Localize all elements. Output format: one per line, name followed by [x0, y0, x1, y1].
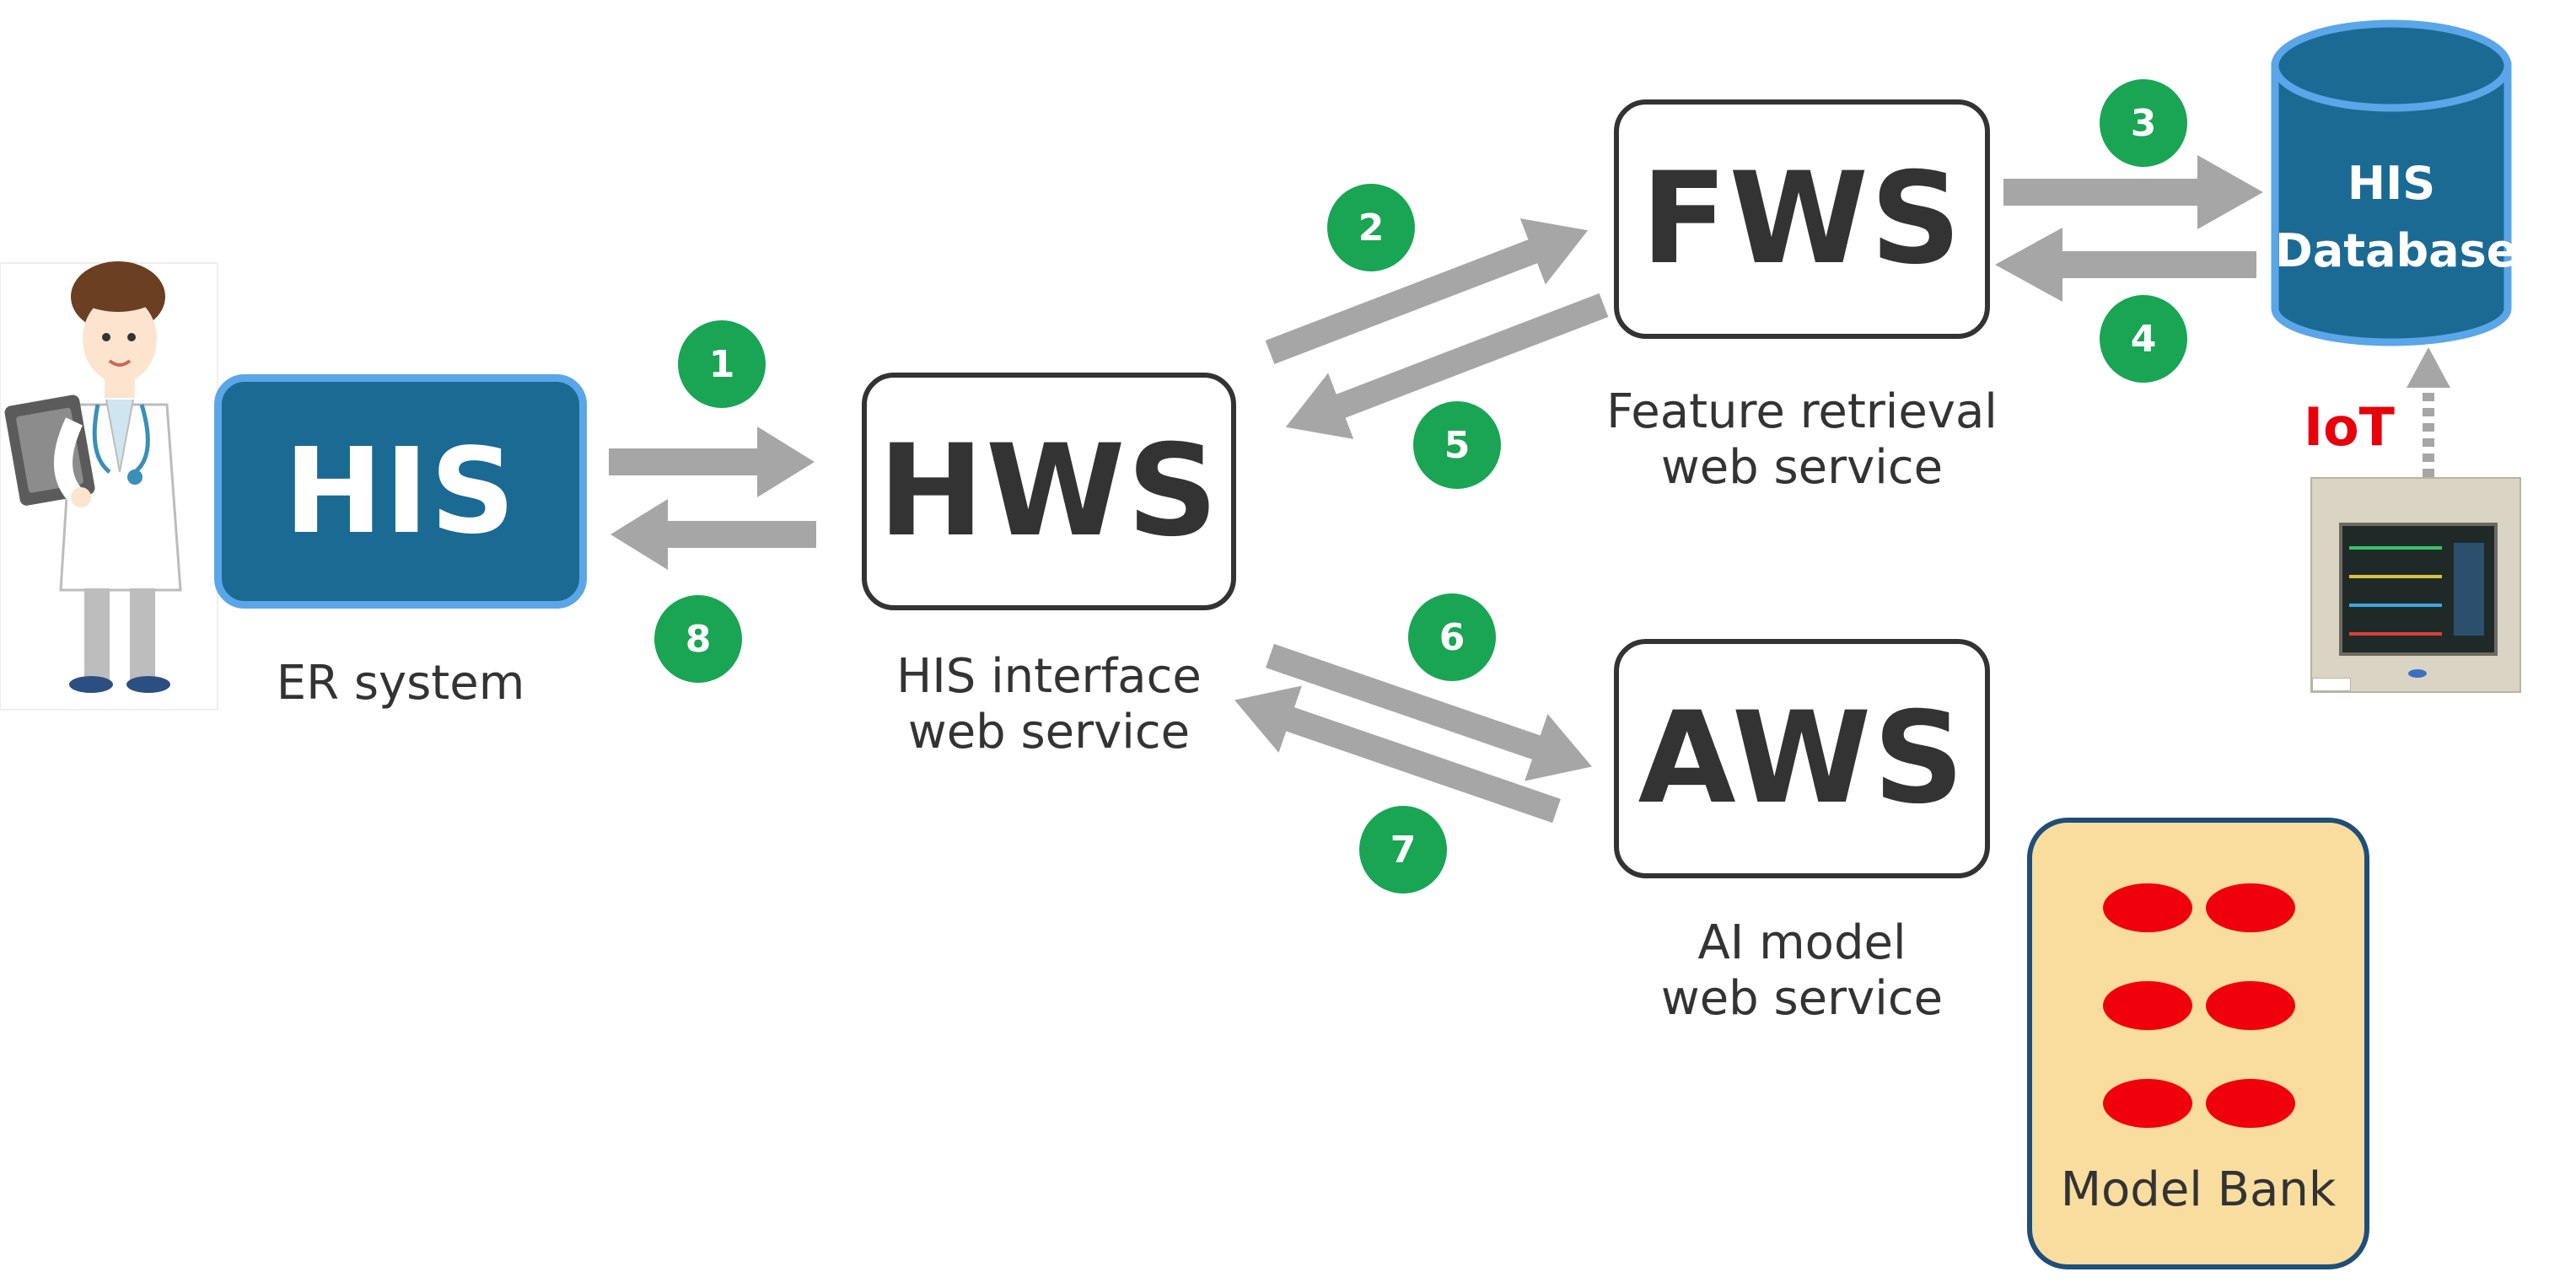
fws-caption: Feature retrieval web service [1606, 384, 1998, 495]
iot-label: IoT [2304, 396, 2395, 458]
step-badge-1: 1 [678, 320, 766, 408]
aws-box[interactable]: AWS [1614, 639, 1990, 878]
step-badge-2: 2 [1327, 184, 1415, 271]
arrow-step-5 [1285, 292, 1609, 439]
arrow-step-6 [1266, 643, 1592, 781]
model-icon [2206, 1079, 2295, 1128]
arrow-step-1 [609, 427, 815, 497]
arrow-step-8 [610, 499, 816, 570]
model-icon [2206, 883, 2295, 932]
iot-arrow-head [2407, 347, 2450, 388]
step-badge-7: 7 [1359, 806, 1447, 894]
aws-caption: AI model web service [1660, 915, 1944, 1026]
arrow-step-4 [1995, 228, 2256, 302]
arrow-step-2 [1265, 218, 1589, 365]
step-badge-4: 4 [2100, 295, 2187, 383]
step-badge-3: 3 [2100, 79, 2187, 167]
model-bank[interactable]: Model Bank [2027, 818, 2369, 1269]
his-title: HIS [283, 422, 518, 561]
model-icon [2103, 1079, 2192, 1128]
doctor-icon [0, 261, 218, 711]
fws-title: FWS [1641, 146, 1963, 292]
step-badge-5: 5 [1413, 401, 1501, 489]
flow-arrows [609, 155, 2450, 824]
model-icon [2103, 981, 2192, 1030]
step-badge-8: 8 [654, 595, 742, 683]
step-badge-6: 6 [1408, 593, 1496, 681]
model-icon [2103, 883, 2192, 932]
database-label: HIS Database [2275, 157, 2518, 277]
his-caption: ER system [276, 656, 525, 711]
fws-box[interactable]: FWS [1614, 99, 1990, 339]
model-icon [2206, 981, 2295, 1030]
his-box[interactable]: HIS [214, 374, 587, 609]
model-bank-label: Model Bank [2060, 1162, 2337, 1217]
aws-title: AWS [1638, 685, 1966, 832]
hws-title: HWS [878, 418, 1220, 565]
hws-caption: HIS interface web service [896, 649, 1202, 759]
arrow-step-7 [1234, 685, 1561, 824]
monitor-screen [2339, 523, 2498, 656]
database-icon [2271, 19, 2512, 346]
hws-box[interactable]: HWS [862, 373, 1236, 610]
arrow-step-3 [2003, 155, 2263, 229]
monitor-icon [2310, 477, 2521, 693]
